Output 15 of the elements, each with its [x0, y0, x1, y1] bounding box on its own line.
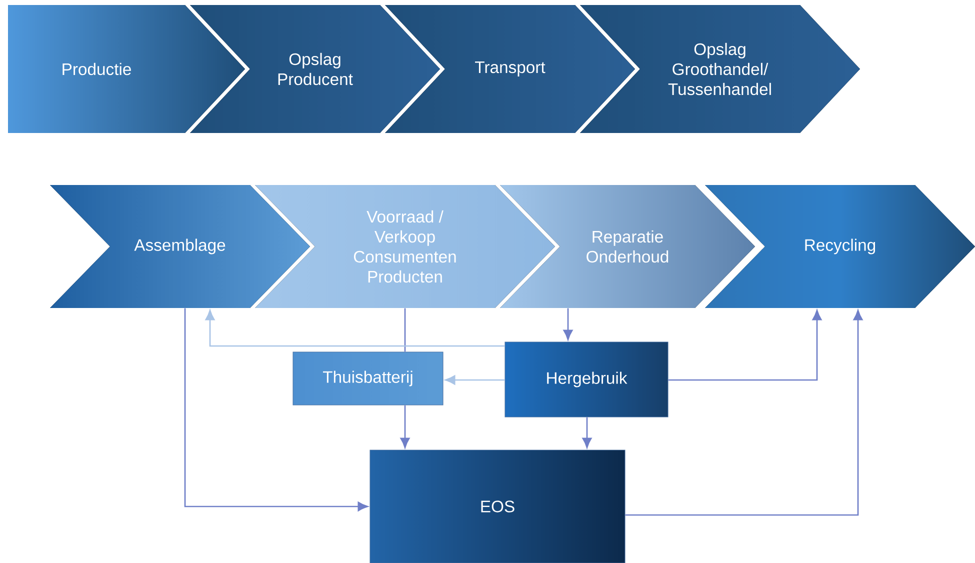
arrow [668, 310, 822, 381]
chevron-step: Opslag Groothandel/ Tussenhandel [580, 5, 860, 133]
process-box: Hergebruik [504, 342, 668, 418]
arrow [184, 308, 368, 512]
process-box: Thuisbatterij [292, 352, 444, 406]
arrow [625, 310, 863, 516]
arrow [444, 375, 505, 385]
arrow [582, 417, 592, 448]
process-box: EOS [370, 450, 626, 563]
arrow [205, 310, 505, 347]
chevron-step: Assemblage [50, 185, 310, 308]
chevron-step: Productie [8, 5, 245, 133]
arrow [400, 405, 410, 448]
arrow [563, 308, 573, 340]
chevron-step: Recycling [705, 185, 975, 308]
